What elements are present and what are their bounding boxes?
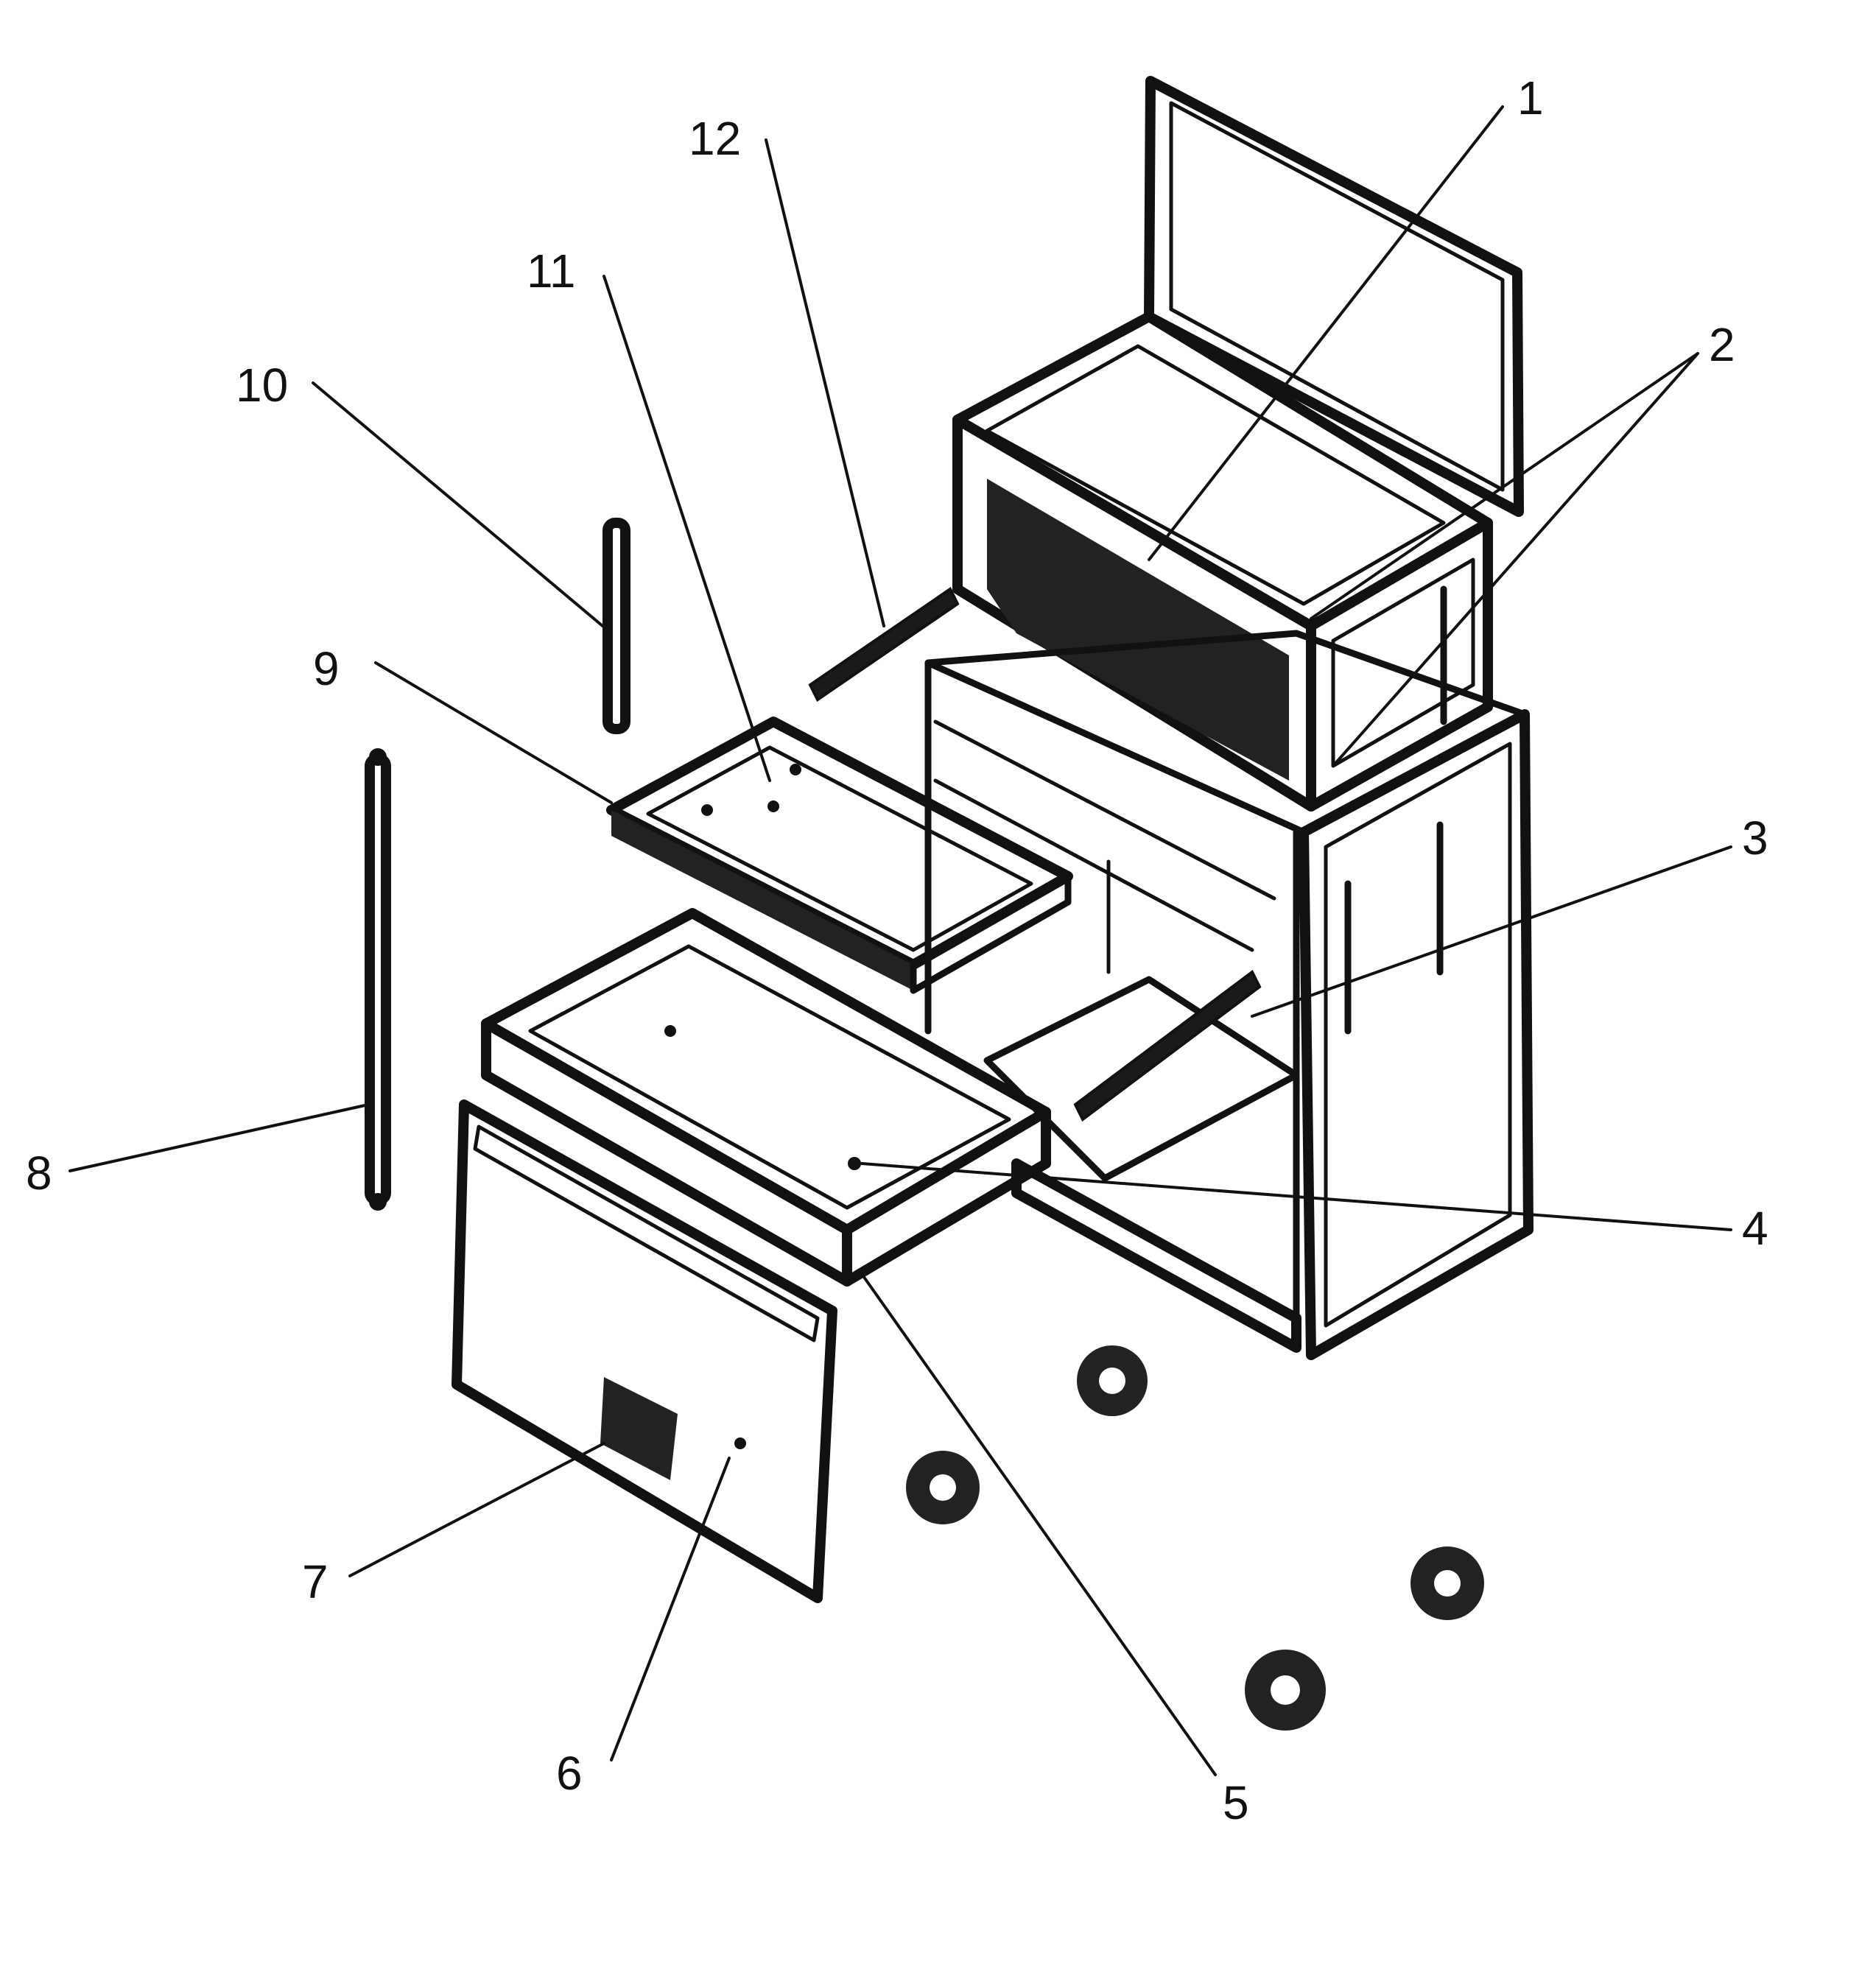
callout-labels: 1 2 3 4 5 6 7 8 9 10 11 12 (26, 71, 1768, 1829)
leader-9 (374, 661, 613, 804)
leader-11 (603, 275, 771, 782)
caster-wheel (1077, 1345, 1148, 1416)
drawer-front-panel (452, 1099, 837, 1603)
upper-tray (606, 717, 1073, 994)
leader-lines (68, 105, 1732, 1776)
leader-3 (1251, 845, 1732, 1018)
lower-drawer (481, 908, 1051, 1287)
callout-7: 7 (302, 1555, 329, 1608)
callout-10: 10 (236, 359, 288, 412)
top-chest-drawer-fronts (987, 479, 1289, 781)
caster-wheel (1410, 1546, 1484, 1620)
callout-1: 1 (1517, 71, 1544, 124)
caster-wheel (1245, 1650, 1326, 1731)
leader-6 (610, 1457, 731, 1761)
upper-slide-rail (808, 587, 960, 702)
leader-4 (860, 1162, 1732, 1231)
callout-2: 2 (1709, 318, 1735, 371)
caster-wheels (906, 1345, 1484, 1731)
leader-12 (765, 138, 885, 627)
leader-5 (860, 1273, 1217, 1776)
long-handle (365, 748, 391, 1211)
short-handle (603, 518, 630, 734)
callout-3: 3 (1742, 812, 1768, 865)
callout-5: 5 (1223, 1776, 1249, 1829)
caster-wheel (906, 1451, 980, 1524)
top-chest-lid (1144, 76, 1524, 517)
callout-8: 8 (26, 1147, 52, 1200)
drawer-lock-plate (600, 1377, 678, 1480)
callout-9: 9 (313, 642, 340, 695)
leader-8 (68, 1103, 370, 1172)
callout-11: 11 (527, 244, 575, 298)
callout-6: 6 (556, 1747, 583, 1800)
base-cabinet (924, 630, 1534, 1360)
callout-4: 4 (1742, 1202, 1768, 1255)
leader-7 (348, 1442, 605, 1577)
leader-2a (1310, 352, 1699, 620)
drawer-slide-rail (1073, 969, 1262, 1122)
leader-2b (1332, 352, 1699, 767)
leader-10 (312, 381, 613, 635)
top-chest-body (952, 312, 1493, 812)
callout-12: 12 (689, 112, 741, 165)
leader-1 (1148, 105, 1504, 561)
